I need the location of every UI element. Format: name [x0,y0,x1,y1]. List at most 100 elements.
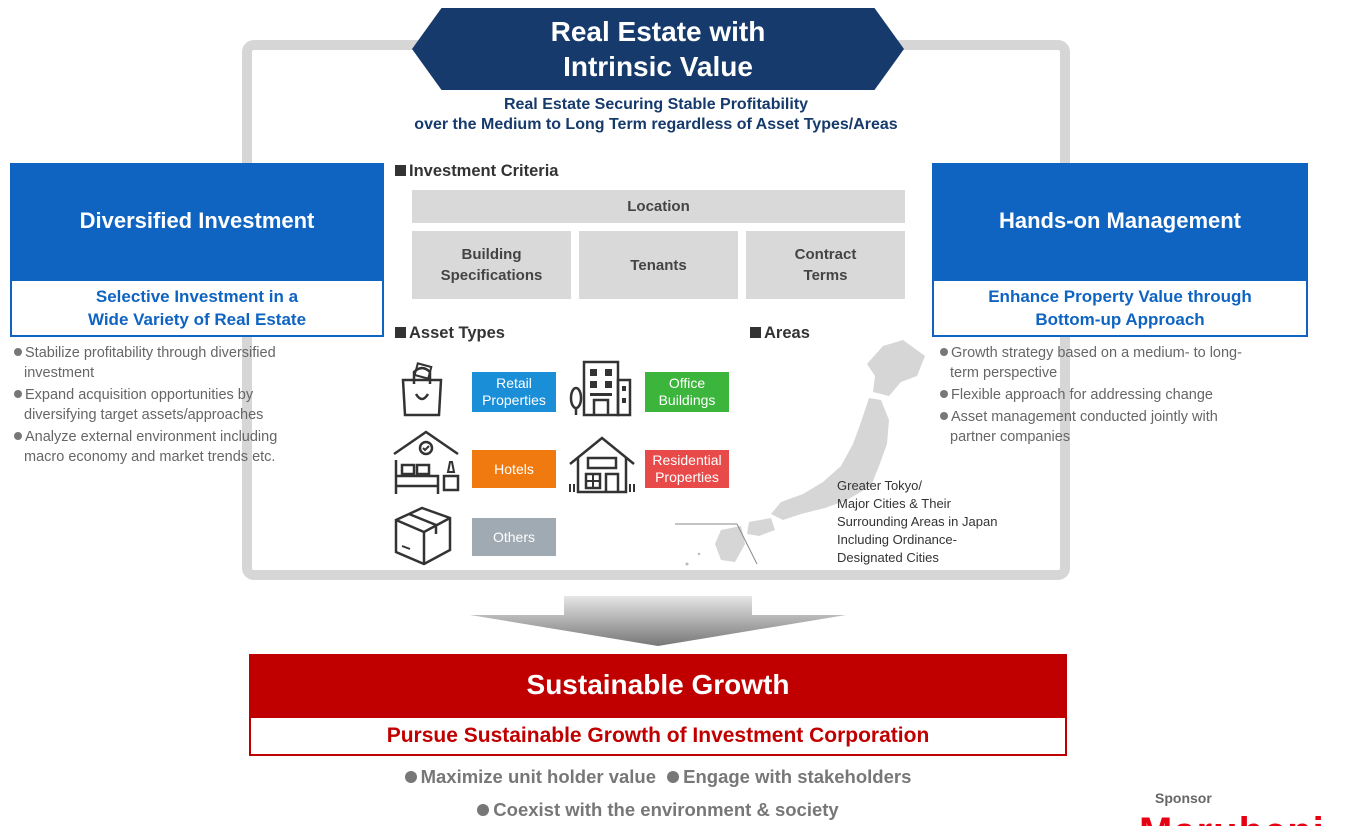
asset-types-heading: Asset Types [395,324,505,343]
office-label-2: Buildings [658,392,716,408]
marubeni-logo-icon: Marubeni [1139,811,1325,826]
building-label-1: Building [461,246,522,263]
others-tag: Others [472,518,556,556]
right-bullet-list: Growth strategy based on a medium- to lo… [940,343,1335,449]
bullet-dot-icon [667,771,680,783]
areas-line: Surrounding Areas in Japan [837,514,998,529]
retail-properties-tag: Retail Properties [472,372,556,412]
areas-heading-text: Areas [764,324,810,342]
left-sub-line-2: Wide Variety of Real Estate [87,310,307,329]
marubeni-logo: Marubeni [1137,811,1345,826]
hands-on-management-box: Hands-on Management [932,163,1308,279]
down-arrow-icon [470,596,846,646]
areas-heading: Areas [750,324,810,343]
square-bullet-icon [395,327,406,338]
areas-line: Major Cities & Their [837,496,951,511]
bullet-text: Expand acquisition opportunities by [25,387,254,403]
left-bullet: Stabilize profitability through diversif… [14,343,384,383]
sponsor-label: Sponsor [1155,790,1212,806]
diversified-investment-box: Diversified Investment [10,163,384,279]
growth-goals-line-2: Coexist with the environment & society [249,799,1067,821]
goal-text: Engage with stakeholders [683,766,912,787]
left-sub-line-1: Selective Investment in a [95,287,299,306]
office-buildings-tag: Office Buildings [645,372,729,412]
bullet-dot-icon [14,348,22,356]
bullet-dot-icon [14,432,22,440]
left-bullet: Analyze external environment including ma… [14,427,384,467]
asset-types-heading-text: Asset Types [409,324,505,342]
bullet-dot-icon [14,390,22,398]
right-bullet: Asset management conducted jointly with p… [940,407,1335,447]
right-bullet: Flexible approach for addressing change [940,385,1335,405]
cardboard-box-icon [394,506,452,566]
bullet-text: Analyze external environment including [25,429,278,445]
sustainable-growth-sub: Pursue Sustainable Growth of Investment … [386,724,930,747]
residential-label-2: Properties [655,469,719,485]
bullet-text: term perspective [950,365,1058,381]
bullet-text: macro economy and market trends etc. [24,449,276,465]
bullet-text: Stabilize profitability through diversif… [25,345,276,361]
contract-label-1: Contract [794,246,857,263]
japan-map-icon [675,340,925,566]
hands-on-management-heading: Hands-on Management [998,208,1242,233]
right-sub-line-1: Enhance Property Value through [988,287,1252,306]
svg-text:Marubeni: Marubeni [1139,811,1325,826]
building-label-2: Specifications [440,267,543,284]
bullet-dot-icon [477,804,490,816]
location-label: Location [627,198,690,215]
square-bullet-icon [395,165,406,176]
subtitle-line-1: Real Estate Securing Stable Profitabilit… [503,96,809,113]
shopping-bag-icon [401,362,443,417]
office-label-1: Office [668,375,706,391]
bullet-text: Asset management conducted jointly with [951,409,1218,425]
residential-label-1: Residential [652,452,722,468]
left-bullet-list: Stabilize profitability through diversif… [14,343,384,469]
subtitle-line-2: over the Medium to Long Term regardless … [414,116,898,133]
bullet-dot-icon [940,348,948,356]
criteria-building-specifications: Building Specifications [412,231,571,299]
areas-line: Greater Tokyo/ [837,478,923,493]
criteria-heading-text: Investment Criteria [409,162,559,180]
bullet-text: diversifying target assets/approaches [24,407,264,423]
sustainable-growth-subbox: Pursue Sustainable Growth of Investment … [249,716,1067,756]
bullet-text: Growth strategy based on a medium- to lo… [951,345,1242,361]
bullet-dot-icon [404,771,417,783]
goal-text: Maximize unit holder value [420,766,657,787]
investment-criteria-heading: Investment Criteria [395,162,558,181]
left-bullet: Expand acquisition opportunities by diver… [14,385,384,425]
sustainable-growth-heading: Sustainable Growth [526,669,790,700]
retail-label-1: Retail [496,375,532,391]
goal-text: Coexist with the environment & society [493,799,839,820]
right-bullet: Growth strategy based on a medium- to lo… [940,343,1335,383]
residential-properties-tag: Residential Properties [645,450,729,488]
square-bullet-icon [750,327,761,338]
banner-title: Real Estate with Intrinsic Value [550,16,766,82]
areas-line: Designated Cities [837,550,939,565]
sustainable-growth-box: Sustainable Growth [249,654,1067,716]
diversified-investment-heading: Diversified Investment [79,208,315,233]
growth-goals-line-1: Maximize unit holder value Engage with s… [249,766,1067,788]
retail-label-2: Properties [482,392,546,408]
residential-house-icon [569,436,635,494]
hotels-tag: Hotels [472,450,556,488]
bullet-text: partner companies [950,429,1071,445]
contract-label-2: Terms [803,267,848,284]
others-label: Others [492,528,535,545]
office-building-icon [569,360,632,417]
tenants-label: Tenants [630,256,687,274]
intrinsic-value-banner: Real Estate with Intrinsic Value [412,8,904,90]
right-sub-line-2: Bottom-up Approach [1035,310,1205,329]
areas-line: Including Ordinance- [837,532,957,547]
criteria-tenants: Tenants [579,231,738,299]
criteria-contract-terms: Contract Terms [746,231,905,299]
bullet-dot-icon [940,390,948,398]
areas-description: Greater Tokyo/ Major Cities & Their Surr… [837,477,1047,567]
bullet-text: investment [24,365,95,381]
hotel-bed-icon [393,430,460,494]
diversified-investment-subbox: Selective Investment in a Wide Variety o… [10,279,384,337]
bullet-dot-icon [940,412,948,420]
banner-subtitle: Real Estate Securing Stable Profitabilit… [252,95,1060,135]
hands-on-management-subbox: Enhance Property Value through Bottom-up… [932,279,1308,337]
criteria-location: Location [412,190,905,223]
hotels-label: Hotels [494,460,534,477]
